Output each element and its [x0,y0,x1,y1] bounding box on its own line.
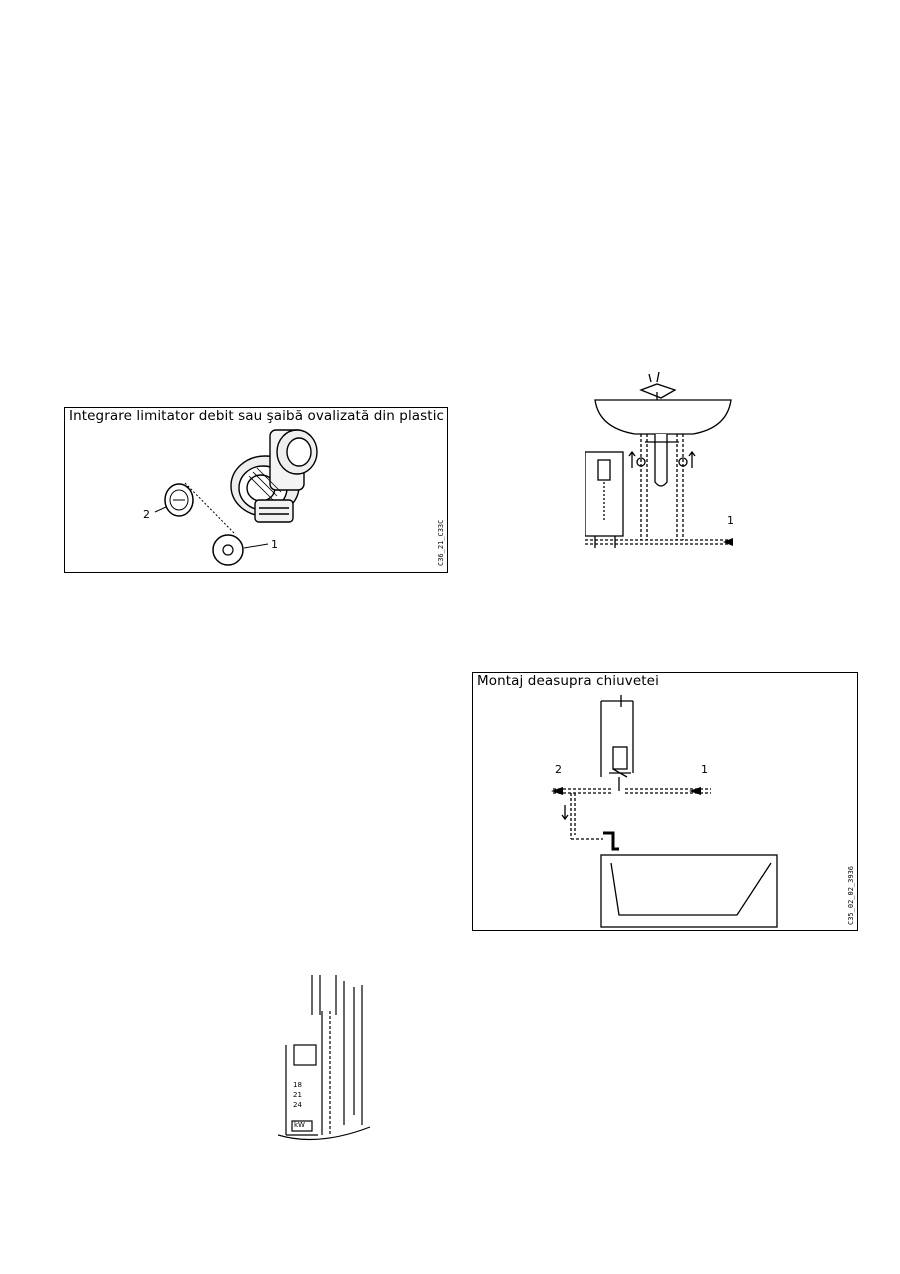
flow-limiter-illustration [154,429,318,566]
callout-2: 2 [143,508,150,521]
figure-title: Montaj deasupra chiuvetei [477,673,659,689]
callout-1: 1 [701,763,708,776]
scale-label-18: 18 [293,1081,302,1089]
callout-2: 2 [555,763,562,776]
figure-title: Integrare limitator debit sau şaibă oval… [69,408,445,424]
image-code: C35_02_02_3936 [847,865,855,925]
figure-flow-limiter: Integrare limitator debit sau şaibă oval… [64,407,448,573]
above-sink-illustration [551,695,778,928]
callout-1: 1 [727,514,734,527]
scale-label-24: 24 [293,1101,302,1109]
callout-1: 1 [271,538,278,551]
figure-above-sink: Montaj deasupra chiuvetei [472,672,858,931]
image-code: C36_21_C33C [437,519,445,566]
appliance-scale-illustration [277,975,371,1141]
figure-washbasin: 1 [584,371,745,552]
washbasin-illustration [584,371,735,548]
scale-label-unit: kW [294,1121,305,1129]
figure-appliance-scale: 18 21 24 kW [277,975,373,1145]
part-1-limiter [212,534,244,566]
scale-label-21: 21 [293,1091,302,1099]
